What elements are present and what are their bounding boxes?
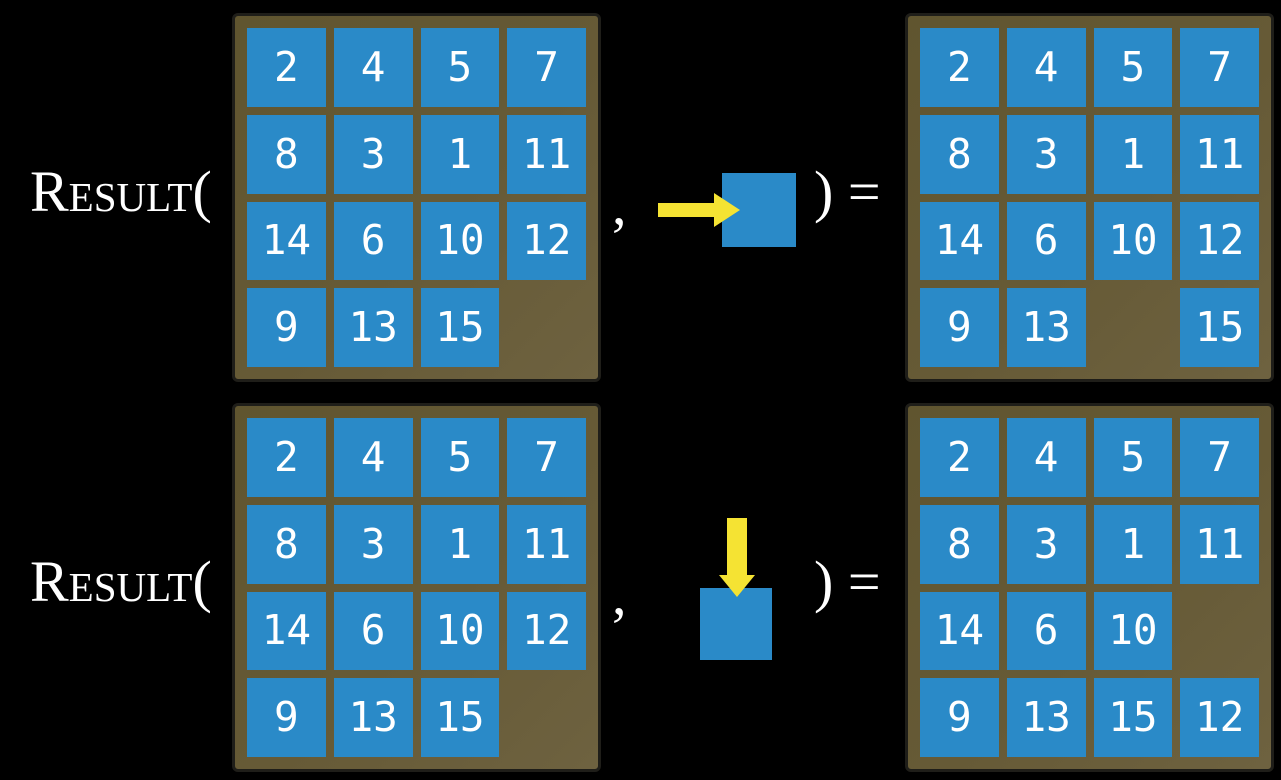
tile-15: 15 — [1180, 288, 1259, 367]
tile-4: 4 — [1006, 28, 1086, 107]
tile-14: 14 — [920, 201, 999, 281]
tile-2: 2 — [247, 28, 326, 107]
tile-6: 6 — [333, 591, 413, 671]
tile-9: 9 — [247, 288, 326, 367]
tile-2: 2 — [247, 418, 326, 497]
tile-10: 10 — [420, 591, 500, 671]
tile-7: 7 — [1180, 418, 1259, 497]
tile-12: 12 — [1180, 201, 1259, 281]
tile-14: 14 — [247, 591, 326, 671]
tile-8: 8 — [247, 114, 326, 194]
tile-15: 15 — [420, 678, 500, 757]
tile-3: 3 — [1006, 504, 1086, 584]
comma-2: , — [612, 562, 627, 627]
tile-8: 8 — [920, 504, 999, 584]
tile-10: 10 — [1093, 591, 1173, 671]
tile-11: 11 — [507, 504, 586, 584]
tile-3: 3 — [333, 504, 413, 584]
tile-15: 15 — [1093, 678, 1173, 757]
tile-7: 7 — [507, 418, 586, 497]
tile-13: 13 — [1006, 678, 1086, 757]
tile-6: 6 — [1006, 201, 1086, 281]
tile-6: 6 — [333, 201, 413, 281]
tile-13: 13 — [333, 678, 413, 757]
tile-12: 12 — [507, 591, 586, 671]
tile-6: 6 — [1006, 591, 1086, 671]
right-arrow-icon — [658, 193, 740, 227]
tile-10: 10 — [420, 201, 500, 281]
tile-13: 13 — [1006, 288, 1086, 367]
tile-4: 4 — [1006, 418, 1086, 497]
tile-12: 12 — [1180, 678, 1259, 757]
tile-2: 2 — [920, 28, 999, 107]
tile-5: 5 — [420, 28, 500, 107]
blank-cell — [507, 678, 586, 757]
blank-cell — [1094, 288, 1173, 367]
blank-square-operand-2 — [700, 588, 772, 660]
tile-9: 9 — [247, 678, 326, 757]
blank-cell — [507, 288, 586, 367]
tile-1: 1 — [1093, 504, 1173, 584]
close-paren-equals-1: ) = — [814, 159, 881, 224]
tile-1: 1 — [1093, 114, 1173, 194]
tile-8: 8 — [920, 114, 999, 194]
tile-14: 14 — [247, 201, 326, 281]
tile-15: 15 — [420, 288, 500, 367]
tile-11: 11 — [1180, 504, 1259, 584]
tile-11: 11 — [507, 114, 586, 194]
close-paren-equals-2: ) = — [814, 549, 881, 614]
tile-7: 7 — [507, 28, 586, 107]
tile-7: 7 — [1180, 28, 1259, 107]
tile-9: 9 — [920, 678, 999, 757]
tile-10: 10 — [1093, 201, 1173, 281]
tile-4: 4 — [333, 418, 413, 497]
tile-4: 4 — [333, 28, 413, 107]
tile-9: 9 — [920, 288, 999, 367]
result-function-label-2: Result( — [30, 549, 212, 614]
tile-5: 5 — [1093, 28, 1173, 107]
tile-13: 13 — [333, 288, 413, 367]
result-function-label-1: Result( — [30, 159, 212, 224]
tile-2: 2 — [920, 418, 999, 497]
tile-1: 1 — [420, 114, 500, 194]
tile-14: 14 — [920, 591, 999, 671]
tile-5: 5 — [420, 418, 500, 497]
tile-3: 3 — [333, 114, 413, 194]
tile-1: 1 — [420, 504, 500, 584]
tile-12: 12 — [507, 201, 586, 281]
blank-cell — [1180, 592, 1259, 671]
tile-3: 3 — [1006, 114, 1086, 194]
tile-5: 5 — [1093, 418, 1173, 497]
down-arrow-icon — [719, 518, 755, 597]
tile-11: 11 — [1180, 114, 1259, 194]
comma-1: , — [612, 172, 627, 237]
tile-8: 8 — [247, 504, 326, 584]
